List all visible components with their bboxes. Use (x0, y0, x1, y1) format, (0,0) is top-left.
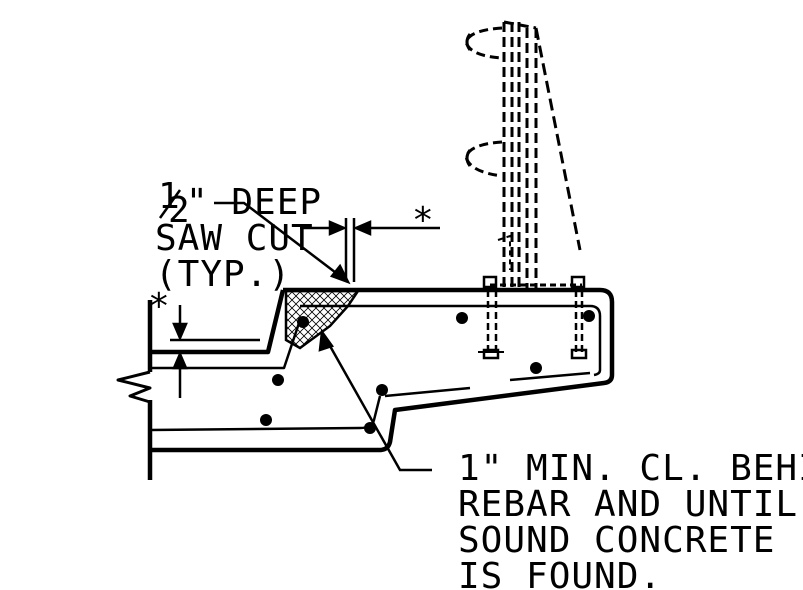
clearance-note-line3: SOUND CONCRETE (458, 520, 775, 561)
fraction-denominator: 2 (168, 190, 191, 231)
fraction-numerator: 1 (158, 176, 181, 217)
clearance-note-line2: REBAR AND UNTIL (458, 484, 798, 525)
leader-lines (214, 201, 432, 472)
saw-cut-line2: SAW CUT (155, 218, 314, 259)
dimension-marker-left: * (148, 286, 171, 327)
rebar-dots (260, 310, 595, 434)
saw-cut-width-dimension (300, 218, 440, 282)
saw-cut-depth-dimension (170, 305, 260, 398)
saw-cut-line3: (TYP.) (155, 254, 291, 295)
anchor-bolts (478, 275, 588, 360)
saw-cut-label: 1 2 " DEEP SAW CUT (TYP.) (155, 176, 322, 295)
clearance-note-line4: IS FOUND. (458, 556, 662, 590)
dimension-marker-top: * (412, 200, 435, 241)
saw-cut-line1: " DEEP (186, 182, 322, 223)
railing-post (464, 20, 582, 288)
concrete-removal-hatch (284, 289, 361, 350)
clearance-note: 1" MIN. CL. BEHIND REBAR AND UNTIL SOUND… (458, 448, 803, 590)
clearance-note-line1: 1" MIN. CL. BEHIND (458, 448, 803, 489)
